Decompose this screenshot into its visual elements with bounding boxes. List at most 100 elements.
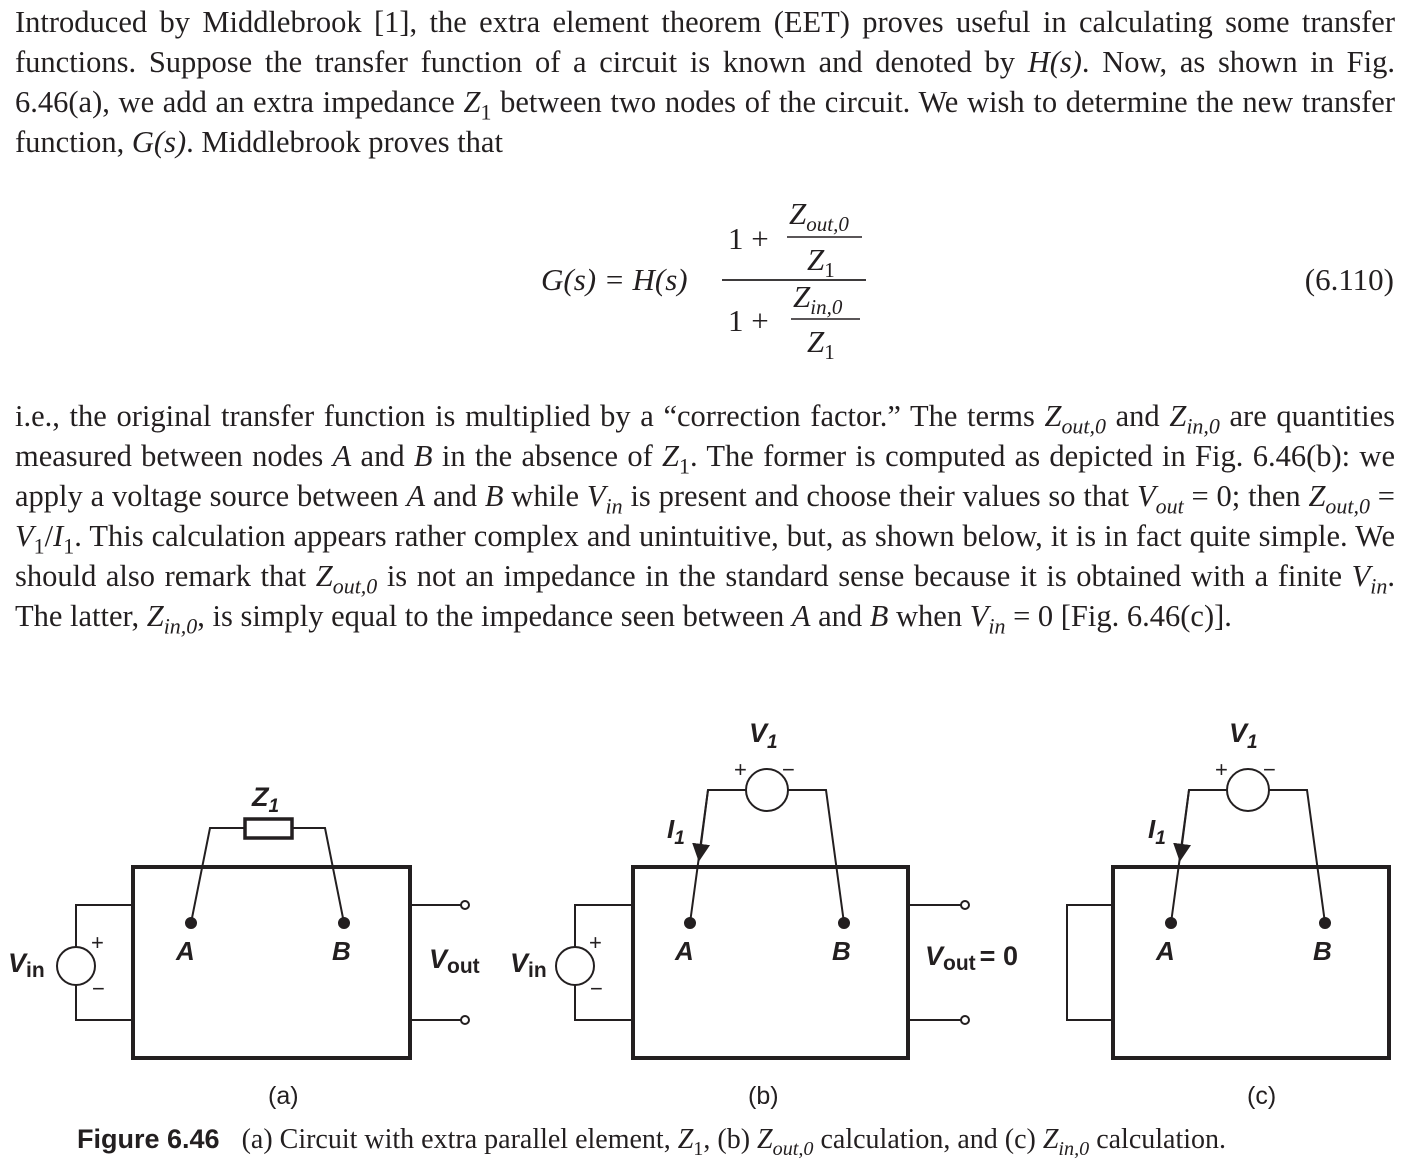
math-Z: Z (662, 439, 680, 473)
vin-wire-top-b (574, 904, 633, 947)
numerator-z-out0: Zout,0 (789, 196, 849, 236)
math-sub: in (605, 493, 623, 519)
math-A: A (791, 599, 811, 633)
label-plus: + (589, 930, 602, 955)
label-minus: − (782, 757, 795, 782)
label-plus: + (91, 930, 104, 955)
label-node-a: A (1155, 936, 1175, 966)
panel-label-b: (b) (748, 1082, 779, 1110)
caption-text: (a) Circuit with extra parallel element, (241, 1124, 678, 1155)
paragraph-intro: Introduced by Middlebrook [1], the extra… (15, 2, 1395, 162)
para1-text-2: . Now, as shown in Fig. 6.46(a), we add … (15, 45, 1395, 119)
wire-a-right (292, 827, 345, 924)
current-arrow-i1-c (1173, 789, 1191, 862)
panel-label-a: (a) (268, 1082, 299, 1110)
para2-text: and (351, 439, 414, 473)
para2-text: = 0; then (1183, 479, 1309, 513)
circuit-panel-c (1066, 768, 1391, 1060)
output-terminal-top-b (960, 900, 970, 910)
node-a-dot (684, 917, 696, 929)
node-a-dot (1165, 917, 1177, 929)
math-sub: out,0 (772, 1138, 814, 1161)
math-A: A (332, 439, 352, 473)
label-minus: − (590, 976, 603, 1001)
wire-a-left (190, 827, 245, 924)
panel-label-c: (c) (1247, 1082, 1276, 1110)
para2-text: and (425, 479, 485, 513)
output-terminal-top-a (460, 900, 470, 910)
math-B: B (484, 479, 504, 513)
math-Z: Z (1169, 399, 1187, 433)
math-sub: in,0 (163, 613, 198, 639)
para1-text-1: Introduced by Middlebrook [1], the extra… (15, 5, 1395, 79)
label-i1-b: I1 (667, 814, 685, 849)
label-minus: − (1263, 757, 1276, 782)
node-b-dot (338, 917, 350, 929)
math-Z: Z (146, 599, 164, 633)
para2-text: i.e., the original transfer function is … (15, 399, 1045, 433)
math-Z1: Z (463, 85, 481, 119)
math-B: B (413, 439, 433, 473)
math-sub: 1 (679, 453, 690, 479)
label-v1-b: V1 (749, 718, 778, 753)
label-vout-b: Vout= 0 (925, 941, 1018, 975)
math-V: V (586, 479, 606, 513)
math-V: V (1351, 559, 1371, 593)
math-Z: Z (757, 1124, 773, 1155)
label-node-b: B (832, 936, 851, 966)
para2-text: . This calculation appears rather comple… (15, 519, 1395, 593)
math-sub: in (988, 613, 1006, 639)
vin-wire-bottom-b (574, 985, 633, 1021)
label-vin-b: Vin (510, 948, 547, 982)
math-sub: in,0 (1058, 1138, 1090, 1161)
math-V: V (969, 599, 989, 633)
math-Z: Z (1308, 479, 1326, 513)
label-i1-c: I1 (1148, 814, 1166, 849)
para2-text: = 0 [Fig. 6.46(c)]. (1005, 599, 1232, 633)
caption-text: calculation. (1089, 1124, 1227, 1155)
equation-graphic: G(s) = H(s) 1 + Zout,0 Z1 1 + Zin,0 Z1 (541, 196, 866, 364)
label-vin-a: Vin (8, 948, 45, 982)
para1-text-3: between two nodes of the circuit. We wis… (15, 85, 1395, 159)
vin-wire-top-a (75, 904, 133, 947)
para2-text: and (1105, 399, 1170, 433)
denominator-one-plus: 1 + (728, 303, 769, 338)
circuit-box-b (631, 865, 910, 1060)
current-arrow-i1-b (692, 789, 710, 862)
label-node-b: B (332, 936, 351, 966)
math-sub: in (1370, 573, 1388, 599)
output-terminal-bottom-a (460, 1015, 470, 1025)
output-terminal-bottom-b (960, 1015, 970, 1025)
node-a-dot (185, 917, 197, 929)
para1-text-4: . Middlebrook proves that (186, 125, 503, 159)
para2-text: while (503, 479, 587, 513)
math-V: V (15, 519, 34, 553)
math-sub: out,0 (1061, 413, 1106, 439)
math-sub: 1 (480, 99, 492, 125)
math-sub: out,0 (1325, 493, 1370, 519)
label-plus: + (734, 757, 747, 782)
vin-source-a (56, 946, 96, 986)
label-v1-c: V1 (1229, 718, 1258, 753)
label-node-b: B (1313, 936, 1332, 966)
circuit-panel-b (555, 768, 970, 1060)
para2-text: are quantities measured between nodes (15, 399, 1395, 473)
v1-source-b (745, 768, 789, 812)
denominator-z1: Z1 (807, 324, 835, 364)
para2-text: is present and choose their values so th… (622, 479, 1137, 513)
math-G-s: G(s) (131, 125, 187, 159)
para2-text: . The latter, (15, 559, 1395, 633)
denominator-z-in0: Zin,0 (793, 279, 843, 319)
wire-c-left (1170, 789, 1227, 924)
math-sub: in,0 (1186, 413, 1220, 439)
numerator-one-plus: 1 + (728, 221, 769, 256)
equation-6-110: G(s) = H(s) 1 + Zout,0 Z1 1 + Zin,0 Z1 (… (0, 190, 1416, 370)
math-Z: Z (315, 559, 333, 593)
label-node-a: A (674, 936, 694, 966)
math-sub: 1 (33, 533, 45, 559)
math-A: A (406, 479, 426, 513)
vin-source-b (555, 946, 595, 986)
wire-c-right (1269, 789, 1326, 924)
wire-b-right (788, 789, 845, 924)
math-sub: 1 (693, 1138, 704, 1161)
